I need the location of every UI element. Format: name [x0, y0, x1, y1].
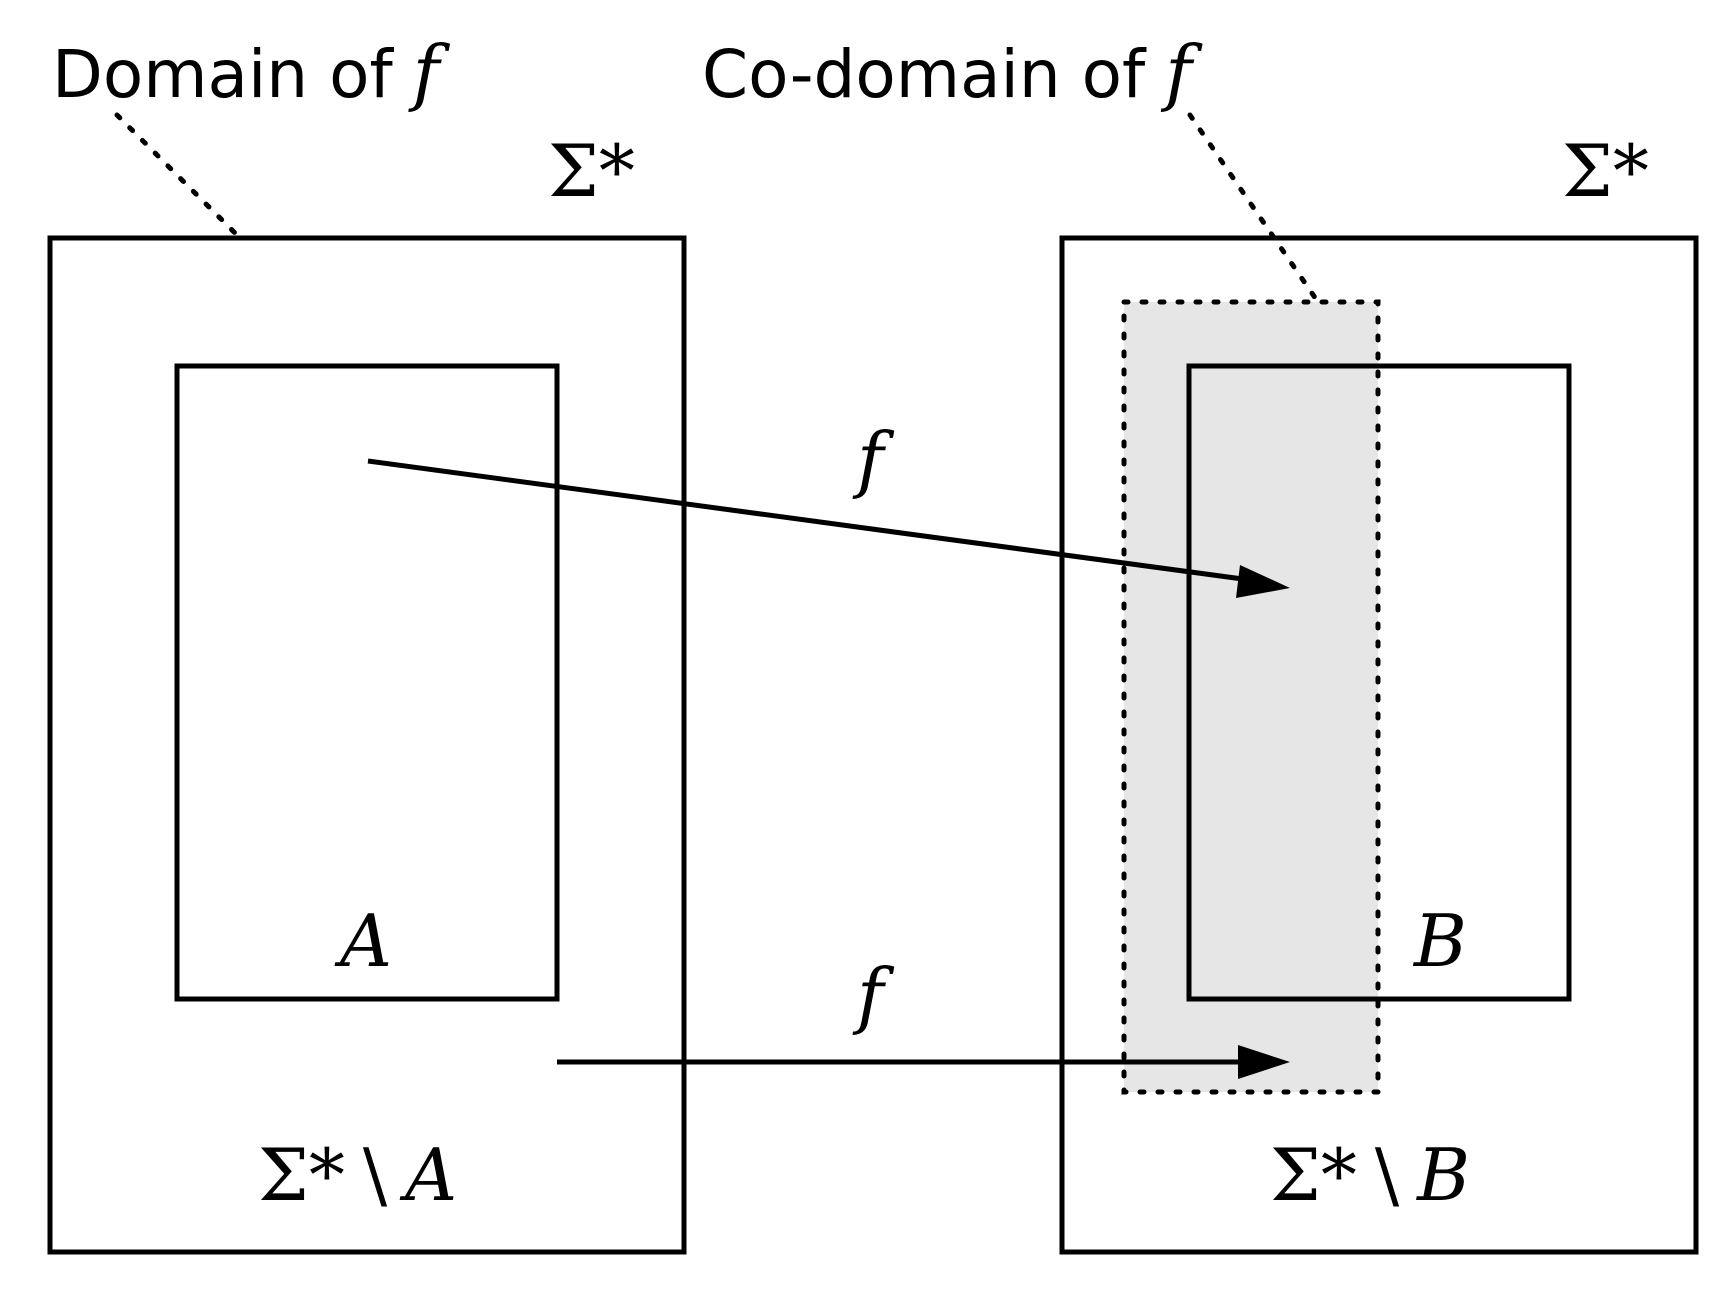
arrow-top-head	[1236, 565, 1290, 598]
arrow-bottom-head	[1238, 1045, 1290, 1079]
codomain-region-fill	[1124, 302, 1378, 1092]
arrow-top-line	[367, 458, 1251, 583]
codomain-region-outline	[1121, 299, 1381, 1095]
left-universe-label: Σ*	[548, 129, 635, 213]
left-universe-box	[47, 235, 687, 1255]
codomain-leader-line	[1187, 112, 1321, 305]
set-b-box	[1186, 363, 1572, 1002]
arrow-bottom-label: f	[852, 953, 895, 1037]
right-universe-label: Σ*	[1562, 129, 1649, 213]
set-a-box	[174, 363, 560, 1002]
left-complement-label: Σ*\A	[258, 1133, 457, 1217]
right-universe-box	[1059, 235, 1699, 1255]
domain-leader-line	[114, 112, 243, 241]
set-b-label: B	[1412, 899, 1467, 983]
set-a-label: A	[334, 899, 392, 983]
right-complement-label: Σ*\B	[1270, 1133, 1470, 1217]
arrow-top-label: f	[852, 417, 895, 501]
